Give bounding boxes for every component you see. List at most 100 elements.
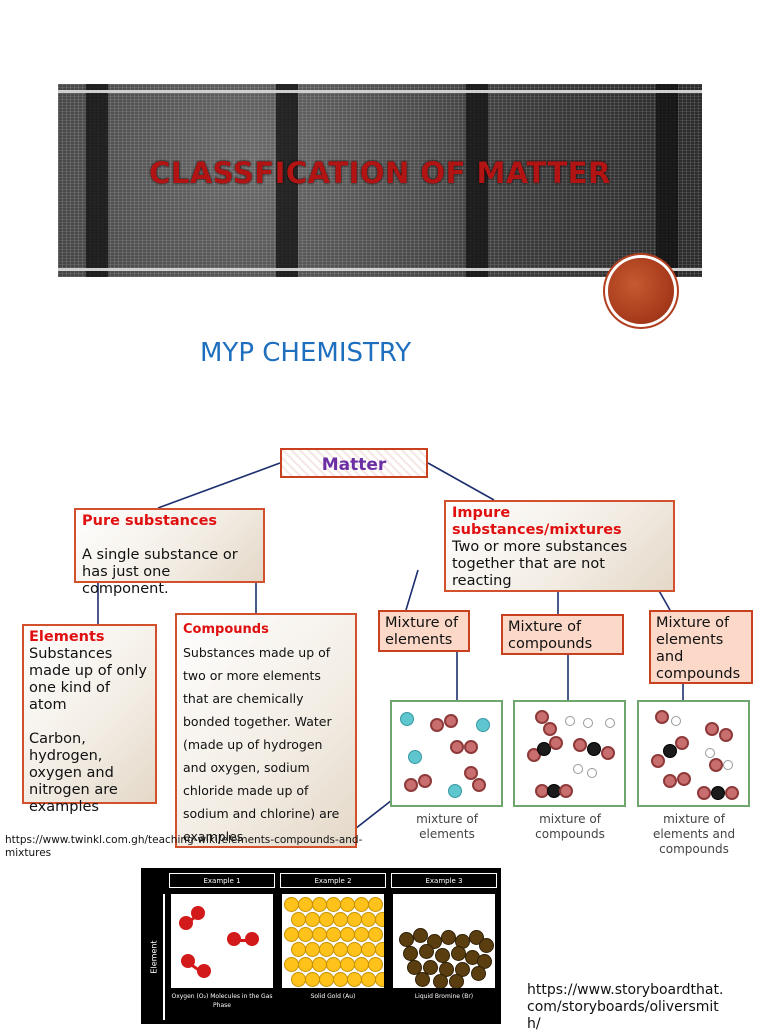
hydrogen-atom (723, 760, 733, 770)
bromine-atom (451, 946, 466, 961)
oxygen-atom (404, 778, 418, 792)
pure-substances-heading: Pure substances (82, 513, 218, 529)
nitrogen-atom (408, 750, 422, 764)
element-examples-table: Element Example 1 Example 2 Example 3 Ox… (141, 868, 501, 1024)
mixture-of-elements-panel (390, 700, 503, 807)
title-banner: CLASSFICATION OF MATTER (58, 84, 702, 277)
hydrogen-atom (565, 716, 575, 726)
gold-atom (305, 912, 320, 927)
matter-node: Matter (280, 448, 428, 478)
gold-atom (361, 972, 376, 987)
source-link-twinkl[interactable]: https://www.twinkl.com.gh/teaching-wiki/… (5, 834, 363, 859)
elements-definition: Substances made up of only one kind of a… (29, 646, 148, 713)
gold-atom (312, 927, 327, 942)
slide-title: CLASSFICATION OF MATTER (149, 156, 611, 190)
gold-atom (284, 927, 299, 942)
table-caption: Solid Gold (Au) (310, 993, 356, 1000)
gold-atom (375, 972, 384, 987)
gold-atom (354, 957, 369, 972)
bromine-atom (399, 932, 414, 947)
gold-atom (319, 972, 334, 987)
gold-atom (354, 927, 369, 942)
table-caption: Oxygen (O₂) Molecules in the Gas Phase (171, 993, 273, 1009)
bond (234, 939, 252, 942)
gold-atom (333, 912, 348, 927)
decorative-circle-badge (608, 258, 674, 324)
gold-atom (326, 957, 341, 972)
mixture-of-elements-and-compounds-caption: mixture of elements and compounds (652, 812, 736, 856)
hydrogen-atom (573, 764, 583, 774)
carbon-atom (663, 744, 677, 758)
gold-atom (347, 942, 362, 957)
oxygen-atom (549, 736, 563, 750)
oxygen-atom (705, 722, 719, 736)
gold-atom (347, 912, 362, 927)
nitrogen-atom (476, 718, 490, 732)
oxygen-atom (719, 728, 733, 742)
oxygen-atom (677, 772, 691, 786)
solid-gold-image (282, 894, 384, 988)
gold-atom (291, 972, 306, 987)
hydrogen-atom (583, 718, 593, 728)
gold-atom (333, 942, 348, 957)
carbon-atom (537, 742, 551, 756)
gold-atom (361, 942, 376, 957)
compounds-heading: Compounds (183, 622, 269, 637)
pure-substances-node: Pure substances A single substance or ha… (74, 508, 265, 597)
hydrogen-atom (587, 768, 597, 778)
nitrogen-atom (448, 784, 462, 798)
impure-substances-node: Impure substances/mixtures Two or more s… (444, 500, 675, 592)
oxygen-atom (663, 774, 677, 788)
bromine-atom (433, 974, 448, 988)
oxygen-atom (601, 746, 615, 760)
slide-subtitle: MYP CHEMISTRY (200, 338, 412, 368)
bromine-atom (449, 974, 464, 988)
mixture-of-elements-and-compounds-panel (637, 700, 750, 807)
gold-atom (375, 912, 384, 927)
mixture-of-compounds-panel (513, 700, 626, 807)
oxygen-atom (543, 722, 557, 736)
oxygen-atom (651, 754, 665, 768)
bromine-atom (471, 966, 486, 981)
gold-atom (326, 897, 341, 912)
impure-substances-text: Two or more substances together that are… (452, 539, 628, 589)
hydrogen-atom (705, 748, 715, 758)
oxygen-atom (464, 766, 478, 780)
carbon-atom (711, 786, 725, 800)
table-header: Example 1 (169, 873, 275, 888)
bromine-atom (441, 930, 456, 945)
oxygen-atom (725, 786, 739, 800)
bromine-atom (403, 946, 418, 961)
oxygen-atom (472, 778, 486, 792)
gold-atom (284, 957, 299, 972)
gold-atom (319, 942, 334, 957)
table-caption: Liquid Bromine (Br) (414, 993, 474, 1000)
gold-atom (284, 897, 299, 912)
source-link-storyboard[interactable]: https://www.storyboardthat.com/storyboar… (527, 982, 724, 1032)
hydrogen-atom (671, 716, 681, 726)
oxygen-atom (444, 714, 458, 728)
gold-atom (291, 912, 306, 927)
gold-atom (347, 972, 362, 987)
oxygen-atom (450, 740, 464, 754)
oxygen-atom (709, 758, 723, 772)
oxygen-atom (675, 736, 689, 750)
gold-atom (368, 957, 383, 972)
table-header: Example 2 (280, 873, 386, 888)
mixture-of-elements-caption: mixture of elements (416, 812, 478, 841)
nitrogen-atom (400, 712, 414, 726)
oxygen-atom (573, 738, 587, 752)
gold-atom (340, 957, 355, 972)
mixture-of-compounds-caption: mixture of compounds (535, 812, 605, 841)
gold-atom (291, 942, 306, 957)
compounds-text: Substances made up of two or more elemen… (183, 645, 340, 844)
gold-atom (298, 897, 313, 912)
gold-atom (312, 957, 327, 972)
elements-node: Elements Substances made up of only one … (22, 624, 157, 815)
pure-substances-text: A single substance or has just one compo… (82, 547, 238, 597)
elements-heading: Elements (29, 629, 105, 645)
bromine-atom (413, 928, 428, 943)
bromine-atom (407, 960, 422, 975)
liquid-bromine-image (393, 894, 495, 988)
oxygen-atom (464, 740, 478, 754)
